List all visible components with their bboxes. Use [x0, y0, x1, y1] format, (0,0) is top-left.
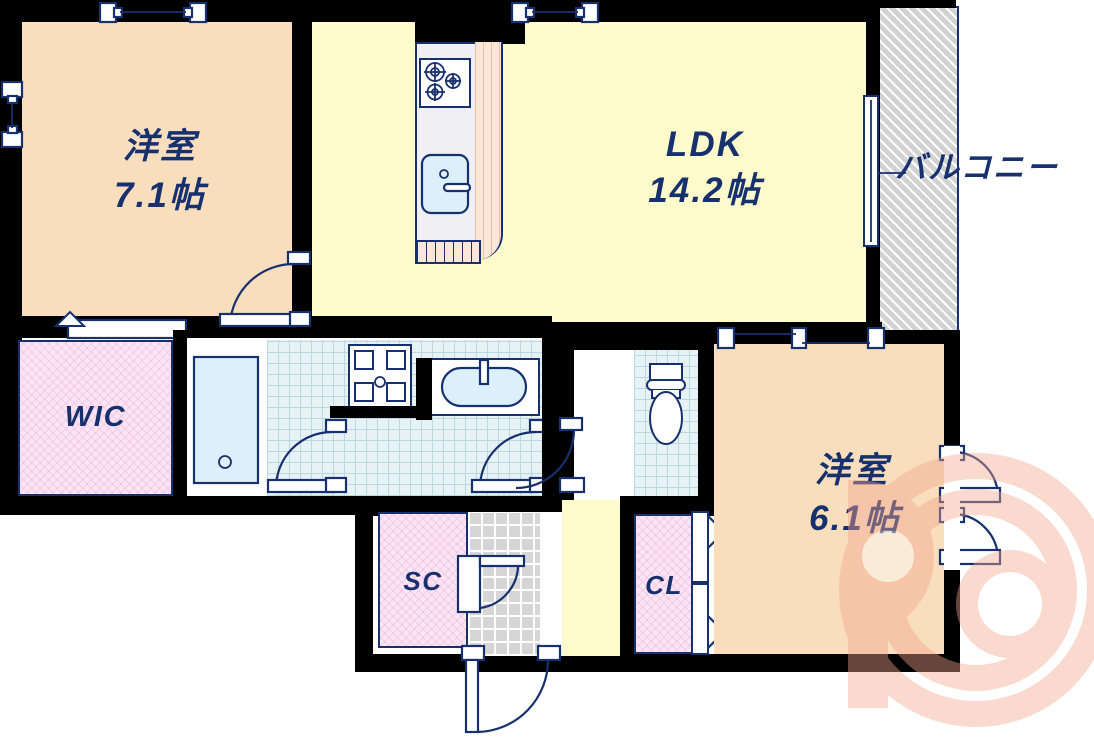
wall-wic-right [173, 330, 187, 515]
vanity-sink-icon [430, 358, 540, 416]
door-washroom-to-bath[interactable] [266, 418, 348, 496]
window-bedroom71-left [0, 80, 24, 149]
wall-under-vanity [416, 358, 432, 420]
hall-to-ldk-strip [562, 500, 620, 656]
wall-left-upper [0, 0, 22, 338]
wall-ldk-bottom-left [312, 316, 552, 338]
room-sc [378, 512, 468, 648]
wall-toilet-left [558, 330, 628, 350]
cl-sliding-doors[interactable] [691, 511, 726, 656]
window-ldk-top [510, 1, 600, 24]
room-balcony [877, 6, 959, 340]
label-sc: SC [403, 566, 443, 596]
wall-under-washer [330, 406, 416, 418]
door-bedroom71-to-ldk[interactable] [218, 250, 312, 330]
room-bedroom-61 [714, 342, 944, 654]
label-ldk-name: LDK [665, 125, 745, 164]
washing-machine-pan-icon [348, 344, 412, 408]
kitchen-counter-group [415, 42, 527, 264]
room-wic [18, 340, 173, 496]
kitchen-counter-front [415, 240, 481, 264]
sliding-door-ldk-bedroom61[interactable] [716, 326, 888, 352]
bathtub-icon [192, 355, 260, 485]
label-bedroom-71-name: 洋室 [122, 127, 198, 166]
label-balcony: バルコニー [895, 150, 1059, 185]
label-bedroom-61-size: 6.1帖 [808, 499, 902, 538]
room-toilet [634, 350, 698, 510]
wall-kitchen-alcove [415, 0, 525, 44]
kitchen-sink-icon [420, 153, 472, 215]
door-sc[interactable] [456, 554, 526, 616]
label-cl: CL [645, 570, 683, 600]
label-bedroom-71-size: 7.1帖 [113, 176, 207, 215]
room-ldk [312, 22, 866, 322]
entrance-door[interactable] [460, 644, 572, 738]
wall-left-lower [0, 330, 22, 515]
door-toilet[interactable] [515, 416, 622, 496]
kitchen-counter-edge [475, 42, 503, 260]
balcony-top-cap [866, 0, 956, 8]
label-ldk-size: 14.2帖 [648, 171, 762, 210]
window-bedroom71-top [98, 1, 208, 24]
wall-toilet-right [698, 330, 714, 515]
wall-bedroom71-right [292, 0, 312, 330]
entrance-hall-strip [540, 512, 562, 656]
sliding-door-ldk-balcony[interactable] [860, 95, 884, 248]
wall-lower-bottom [355, 654, 960, 672]
bedroom71-floor-hatch [53, 310, 188, 340]
wall-washroom-right [542, 330, 558, 515]
wall-notch-right [944, 446, 960, 570]
gas-stove-icon [419, 58, 471, 108]
room-bedroom-71 [22, 22, 292, 322]
wall-toilet-top [628, 330, 714, 350]
label-wic: WIC [64, 401, 127, 433]
toilet-icon [646, 363, 686, 445]
wall-right-of-hall [620, 500, 634, 670]
wall-lower-left [355, 500, 373, 670]
label-bedroom-61-name: 洋室 [814, 451, 890, 490]
room-cl [634, 514, 694, 654]
